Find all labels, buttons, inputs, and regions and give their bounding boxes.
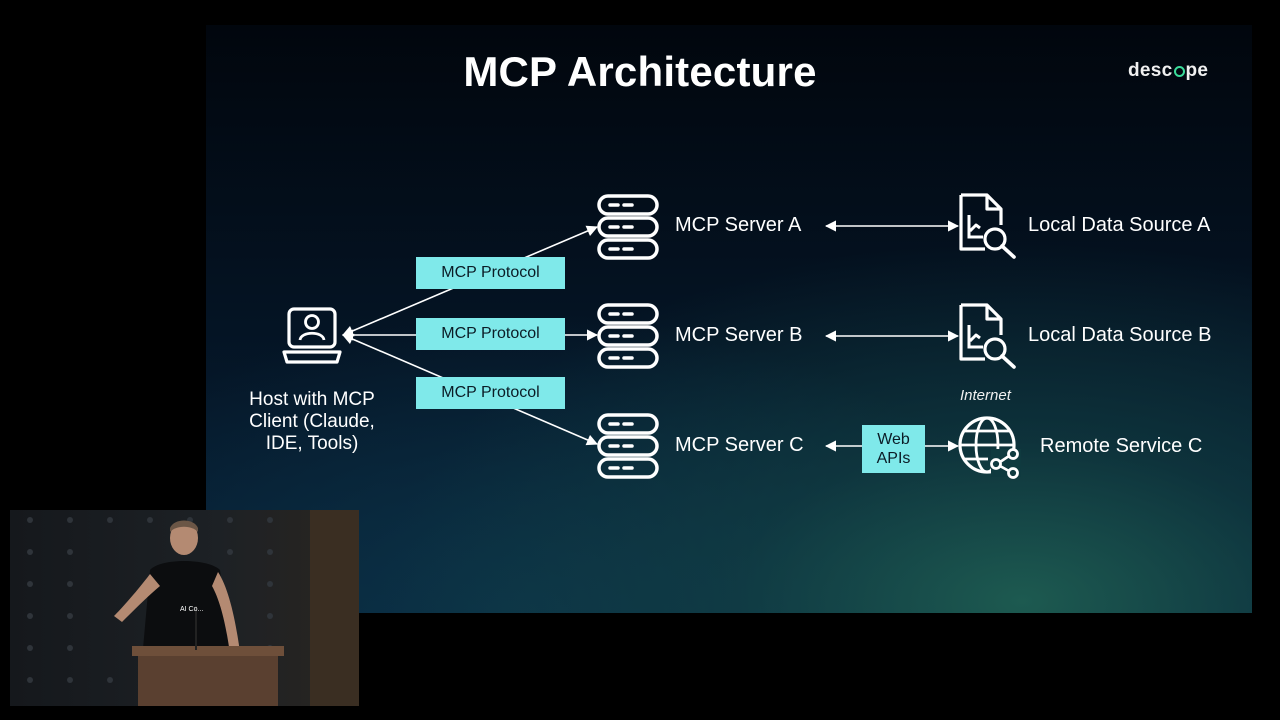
server-b-label: MCP Server B	[675, 324, 803, 346]
source-a-label: Local Data Source A	[1028, 214, 1211, 236]
speaker-shirt-text: AI Co...	[180, 606, 203, 613]
document-search-icon	[959, 193, 1016, 259]
slide-title: MCP Architecture	[463, 48, 817, 95]
server-stack-icon	[597, 413, 659, 479]
host-label: Host with MCP Client (Claude, IDE, Tools…	[249, 389, 375, 454]
server-a-label: MCP Server A	[675, 214, 802, 236]
server-stack-icon	[597, 194, 659, 260]
protocol-label-b: MCP Protocol	[416, 318, 565, 350]
logo-ring-icon	[1173, 66, 1185, 77]
server-c-label: MCP Server C	[675, 434, 804, 456]
logo-text-end: pe	[1185, 60, 1209, 81]
laptop-user-icon	[282, 307, 342, 364]
speaker-video-inset: AI Co...	[10, 510, 359, 706]
internet-label: Internet	[960, 387, 1011, 404]
remote-service-label: Remote Service C	[1040, 435, 1203, 457]
server-stack-icon	[597, 303, 659, 369]
document-search-icon	[959, 303, 1016, 369]
source-b-label: Local Data Source B	[1028, 324, 1212, 346]
speaker-scene: AI Co...	[27, 510, 359, 706]
protocol-label-a: MCP Protocol	[416, 257, 565, 289]
protocol-label-c: MCP Protocol	[416, 377, 565, 409]
logo-text-start: desc	[1128, 60, 1173, 81]
globe-share-icon	[958, 416, 1021, 479]
